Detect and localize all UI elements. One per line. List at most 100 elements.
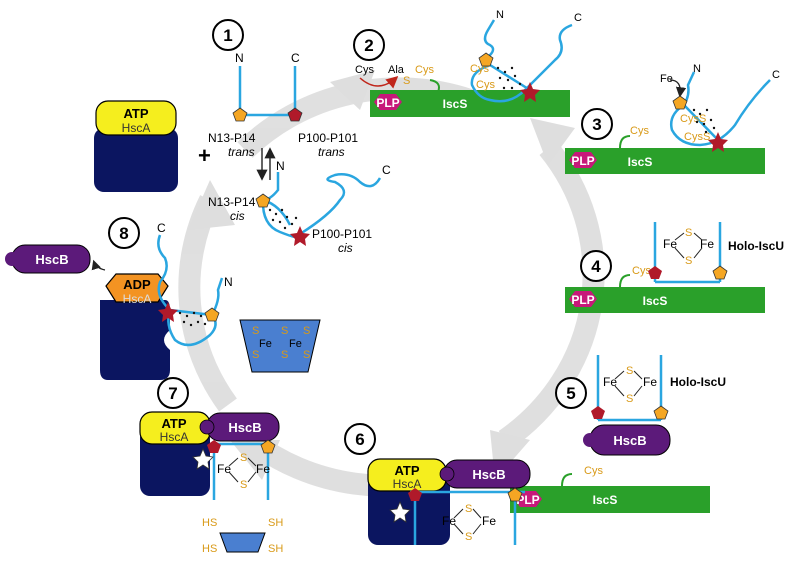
fe-b-step4: Fe xyxy=(700,237,714,251)
svg-text:IscS: IscS xyxy=(628,155,653,169)
fe-a-step6: Fe xyxy=(442,514,456,528)
dots-step8 xyxy=(178,311,207,327)
hscb-released-step8: HscB xyxy=(5,244,91,274)
cys-s-a-step3: CysS xyxy=(680,113,706,125)
dots-step2 xyxy=(496,66,522,90)
c-terminus-label: C xyxy=(291,51,300,65)
fe-label-step3: Fe xyxy=(660,73,673,85)
cys-substrate-label: Cys xyxy=(355,64,374,76)
svg-text:HscA: HscA xyxy=(160,430,189,444)
dots-step3 xyxy=(692,108,716,134)
svg-text:HscB: HscB xyxy=(228,420,261,435)
iscs-step4: PLP IscS xyxy=(565,287,765,313)
step-5-marker: 5 xyxy=(555,377,587,409)
contact-star-step7 xyxy=(192,447,214,470)
s-a-step7: S xyxy=(240,452,247,464)
contact-star-step6 xyxy=(389,500,411,523)
proline-pentagon-step7 xyxy=(260,439,276,454)
svg-text:ATP: ATP xyxy=(123,106,148,121)
sulfur-label-step2: S xyxy=(403,75,410,87)
step-2-marker: 2 xyxy=(353,29,385,61)
proline-star-cis xyxy=(290,226,310,246)
fe-a-acceptor: Fe xyxy=(259,338,272,350)
hscb-step5: HscB xyxy=(583,424,671,456)
svg-text:PLP: PLP xyxy=(516,493,539,507)
cys-residue-step5: Cys xyxy=(584,465,603,477)
n-terminus-step2: N xyxy=(496,9,504,21)
c-terminus-step2: C xyxy=(574,12,582,24)
s-c-acceptor: S xyxy=(303,325,310,337)
proline-pentagon-red-step7 xyxy=(207,440,221,453)
s-b-step6: S xyxy=(465,531,472,543)
fe-b-step7: Fe xyxy=(256,462,270,476)
n13-p14-label: N13-P14 xyxy=(208,131,256,145)
holo-iscu-label-step5: Holo-IscU xyxy=(670,375,726,389)
proline-pentagon-red-step5 xyxy=(591,406,605,419)
svg-text:6: 6 xyxy=(355,430,364,449)
trans-label-1: trans xyxy=(228,145,255,159)
svg-text:2: 2 xyxy=(364,36,373,55)
proline-pentagon-step2 xyxy=(478,52,494,67)
s-b-step5: S xyxy=(626,393,633,405)
hscb-step6: HscB xyxy=(439,459,531,489)
fe-a-step4: Fe xyxy=(663,237,677,251)
svg-text:HscA: HscA xyxy=(393,477,422,491)
svg-text:3: 3 xyxy=(592,115,601,134)
cys-residue-b-step2: Cys xyxy=(476,79,495,91)
fe-s-bonds-step4 xyxy=(674,232,703,259)
svg-text:ATP: ATP xyxy=(394,463,419,478)
n-terminus-cis: N xyxy=(276,159,285,173)
proline-pentagon-cis xyxy=(255,193,271,208)
fe-s-bonds-step5 xyxy=(614,370,643,397)
cis-label-1: cis xyxy=(230,209,245,223)
svg-text:IscS: IscS xyxy=(643,294,668,308)
iscs-step5: PLP IscS xyxy=(510,486,710,513)
cys-residue-step4: Cys xyxy=(632,265,651,277)
hs-a-label: HS xyxy=(202,517,217,529)
svg-text:HscB: HscB xyxy=(35,252,68,267)
holo-acceptor-protein xyxy=(239,319,321,373)
s-b-step4: S xyxy=(685,255,692,267)
cys-loop-step2 xyxy=(429,79,440,93)
cys-residue-step2: Cys xyxy=(415,64,434,76)
trans-label-2: trans xyxy=(318,145,345,159)
step-4-marker: 4 xyxy=(580,250,612,282)
step-7-marker: 7 xyxy=(157,377,189,409)
svg-text:ATP: ATP xyxy=(161,416,186,431)
c-terminus-step8: C xyxy=(157,221,166,235)
fe-incoming-arrow xyxy=(669,79,687,98)
cys-loop-step3 xyxy=(619,135,631,149)
iscu-trans xyxy=(238,66,297,117)
fe-b-acceptor: Fe xyxy=(289,338,302,350)
p100-p101-cis-label: P100-P101 xyxy=(312,227,372,241)
ala-product-label: Ala xyxy=(388,64,405,76)
n-terminus-label: N xyxy=(235,51,244,65)
proline-pentagon-red-trans xyxy=(287,107,303,122)
fe-a-step5: Fe xyxy=(603,375,617,389)
cys-to-ala-arrow xyxy=(359,76,399,89)
s-b-acceptor: S xyxy=(281,325,288,337)
s-a-acceptor: S xyxy=(252,325,259,337)
fe-s-bonds-step7 xyxy=(228,457,257,483)
hs-b-label: HS xyxy=(202,543,217,555)
equilibrium-arrows xyxy=(256,147,276,181)
n13-p14-cis-label: N13-P14 xyxy=(208,195,256,209)
proline-star-step3 xyxy=(708,132,728,152)
c-terminus-step3: C xyxy=(772,69,780,81)
fe-b-step6: Fe xyxy=(482,514,496,528)
proline-pentagon-step8 xyxy=(204,307,220,322)
proline-pentagon-step5 xyxy=(653,405,669,420)
svg-text:4: 4 xyxy=(591,257,601,276)
svg-text:ADP: ADP xyxy=(123,277,151,292)
c-terminus-cis: C xyxy=(382,163,391,177)
fe-s-bonds-step6 xyxy=(453,508,482,535)
s-e-acceptor: S xyxy=(281,349,288,361)
s-a-step5: S xyxy=(626,365,633,377)
cis-label-2: cis xyxy=(338,241,353,255)
proline-pentagon-red-step6 xyxy=(408,488,422,501)
proline-pentagon-step3 xyxy=(672,95,688,110)
proline-star-step2 xyxy=(520,82,540,102)
hsca-atp-step7: ATP HscA xyxy=(139,411,211,496)
